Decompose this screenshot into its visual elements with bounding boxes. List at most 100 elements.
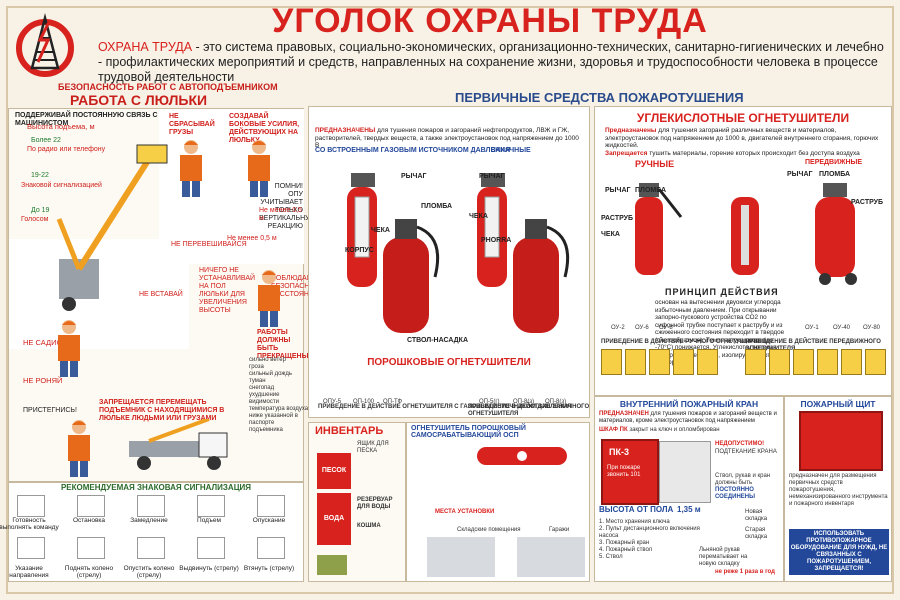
signal-label: Опускание <box>252 517 286 524</box>
signal-extend-icon <box>197 537 225 559</box>
worker-icon <box>68 420 90 477</box>
legend-item: 4. Пожарный ствол <box>599 547 653 553</box>
part-label: ЧЕКА <box>469 213 488 220</box>
lift-panel: ПОДДЕРЖИВАЙ ПОСТОЯННУЮ СВЯЗЬ С МАШИНИСТО… <box>8 108 320 482</box>
powder-purpose: ПРЕДНАЗНАЧЕНЫ для тушения пожаров и заго… <box>315 127 585 150</box>
powder-act-pump: ПРИВЕДЕНИЕ В ДЕЙСТВИЕ ЗАКАЧНОГО ОГНЕТУШИ… <box>468 404 590 417</box>
legend-item: 1. Место хранения ключа <box>599 519 670 525</box>
linen-text: Льняной рукав перематывает на новую скла… <box>699 547 748 567</box>
signal-direction-icon <box>17 537 45 559</box>
co2-forbid-lead: Запрещается <box>605 149 648 157</box>
label-no-drop: НЕ СБРАСЫВАЙ ГРУЗЫ <box>169 113 215 136</box>
stop-item: гроза <box>249 364 264 370</box>
stop-item: ухудшение видимости <box>249 392 280 405</box>
powder-act-gas: ПРИВЕДЕНИЕ В ДЕЙСТВИЕ ОГНЕТУШИТЕЛЯ С ГАЗ… <box>318 404 572 410</box>
label-no-roll: НЕ РОНЯЙ <box>23 376 63 385</box>
gas-source-title: СО ВСТРОЕННЫМ ГАЗОВЫМ ИСТОЧНИКОМ ДАВЛЕНИ… <box>315 147 511 154</box>
signal-raise-boom-icon <box>77 537 105 559</box>
hydrant-panel: ВНУТРЕННИЙ ПОЖАРНЫЙ КРАН ПРЕДНАЗНАЧЕН дл… <box>594 396 784 582</box>
hydrant-purpose-lead: ПРЕДНАЗНАЧЕН <box>599 411 649 417</box>
powder-model: ОП-ТФ <box>383 399 403 405</box>
label-sign-signal: Знаковой сигнализацией <box>21 182 102 189</box>
co2-part: РЫЧАГ <box>787 171 813 178</box>
label-fasten: ПРИСТЕГНИСЬ! <box>23 407 77 414</box>
shield-warning: ИСПОЛЬЗОВАТЬ ПРОТИВОПОЖАРНОЕ ОБОРУДОВАНИ… <box>789 529 889 575</box>
signal-label: Готовность выполнять команду <box>0 517 59 531</box>
worker-icon <box>248 140 270 197</box>
part-label: РЫЧАГ <box>479 173 505 180</box>
hydrant-purpose: ПРЕДНАЗНАЧЕН для тушения пожаров и загор… <box>599 411 781 425</box>
label-forbid-move: ЗАПРЕЩАЕТСЯ ПЕРЕМЕЩАТЬ ПОДЪЕМНИК С НАХОД… <box>99 399 225 422</box>
co2-panel: УГЛЕКИСЛОТНЫЕ ОГНЕТУШИТЕЛИ Предназначены… <box>594 106 892 396</box>
hydrant-title: ВНУТРЕННИЙ ПОЖАРНЫЙ КРАН <box>619 399 759 409</box>
co2-model: ОУ-6 <box>635 325 649 331</box>
step-icon <box>697 349 718 375</box>
self-place-item: Гаражи <box>549 527 570 533</box>
legend-item: 2. Пульт дистанционного включения насоса <box>599 526 700 539</box>
signal-down-icon <box>257 495 285 517</box>
part-label: ПЛОМБА <box>421 203 453 210</box>
part-label: ЧЕКА <box>371 227 390 234</box>
shield-title: ПОЖАРНЫЙ ЩИТ <box>800 399 876 409</box>
powder-purpose-text: для тушения пожаров и загораний нефтепро… <box>315 127 579 149</box>
stop-item: температура воздуха ниже указанной в пас… <box>249 406 309 433</box>
signal-retract-icon <box>257 537 285 559</box>
definition-lead: ОХРАНА ТРУДА <box>98 40 193 54</box>
label-no-lean: НЕ ПЕРЕВЕШИВАЙСЯ <box>171 241 247 248</box>
blanket-label: КОШМА <box>357 523 381 529</box>
powder-purpose-lead: ПРЕДНАЗНАЧЕНЫ <box>315 127 376 134</box>
connected-text: ПОСТОЯННО СОЕДИНЕНЫ <box>715 487 755 500</box>
cabinet-name: ШКАФ ПК <box>599 427 628 433</box>
garage-illustration <box>517 537 585 577</box>
step-icon <box>673 349 694 375</box>
middle-section-title: ПЕРВИЧНЫЕ СРЕДСТВА ПОЖАРОТУШЕНИЯ <box>455 90 744 105</box>
powder-model: ОП-8(з) <box>545 399 567 405</box>
label-min05b: Не менее 0,5 м <box>227 235 277 242</box>
cabinet-note: закрыт на ключ и опломбирован <box>629 427 720 433</box>
stop-list: сильно ветер гроза сильный дождь туман с… <box>249 357 309 434</box>
label-stop-title: РАБОТЫ ДОЛЖНЫ БЫТЬ ПРЕКРАЩЕНЫ: <box>257 329 311 360</box>
height-value: 1,35 м <box>677 505 701 514</box>
signals-title: РЕКОМЕНДУЕМАЯ ЗНАКОВАЯ СИГНАЛИЗАЦИЯ <box>60 483 252 492</box>
label-height: Высота подъема, м <box>27 122 95 131</box>
hydrant-legend: 1. Место хранения ключа 2. Пульт дистанц… <box>599 519 709 561</box>
co2-act-manual: ПРИВЕДЕНИЕ В ДЕЙСТВИЕ РУЧНОГО ОГНЕТУШИТЕ… <box>601 339 767 345</box>
signals-panel: РЕКОМЕНДУЕМАЯ ЗНАКОВАЯ СИГНАЛИЗАЦИЯ Гото… <box>0 482 304 582</box>
label-remember: ПОМНИ! ОПУ УЧИТЫВАЕТ ТОЛЬКО ВЕРТИКАЛЬНУЮ… <box>259 183 317 230</box>
worker-icon <box>58 320 80 377</box>
step-icon <box>865 349 886 375</box>
inventory-title: ИНВЕНТАРЬ <box>315 425 384 437</box>
part-label: СТВОЛ-НАСАДКА <box>407 337 468 344</box>
label-min05: Не менее 0,5 м <box>259 207 302 222</box>
signal-lower-boom-icon <box>137 537 165 559</box>
signal-label: Опустить колено (стрелу) <box>123 565 175 579</box>
self-title: ОГНЕТУШИТЕЛЬ ПОРОШКОВЫЙ САМОСРАБАТЫВАЮЩИ… <box>411 425 526 439</box>
page-title: УГОЛОК ОХРАНЫ ТРУДА <box>272 2 708 40</box>
barrel-text: Ствол, рукав и кран должны быть <box>715 473 771 486</box>
co2-model: ОУ-8 <box>659 325 673 331</box>
signal-label: Замедление <box>130 517 168 524</box>
step-icon <box>649 349 670 375</box>
step-icon <box>745 349 766 375</box>
co2-mobile-icon <box>815 183 857 285</box>
defect-text: ПОДТЕКАНИЕ КРАНА <box>715 449 777 455</box>
step-icon <box>817 349 838 375</box>
powder-model: ОП-100 <box>353 399 374 405</box>
worker-icon <box>258 270 280 327</box>
co2-part: ПЛОМБА <box>819 171 851 178</box>
pk-label: ПК-3 <box>609 447 629 457</box>
signal-label: Поднять колено (стрелу) <box>64 565 114 579</box>
signal-label: Втянуть (стрелу) <box>243 565 295 572</box>
step-icon <box>793 349 814 375</box>
label-keep-contact: ПОДДЕРЖИВАЙ ПОСТОЯННУЮ СВЯЗЬ С МАШИНИСТО… <box>15 112 158 127</box>
label-19-22: 19-22 <box>31 172 49 179</box>
co2-title: УГЛЕКИСЛОТНЫЕ ОГНЕТУШИТЕЛИ <box>636 111 850 125</box>
signal-label: Указание направления <box>9 565 49 579</box>
pump-title: ЗАКАЧНЫЕ <box>491 147 531 154</box>
extinguisher-cutaway-icon <box>347 173 377 287</box>
height-title: ВЫСОТА ОТ ПОЛА <box>599 505 674 514</box>
legend-item: 5. Ствол <box>599 554 623 560</box>
new-fold: Новая складка <box>745 509 768 522</box>
step-icon <box>769 349 790 375</box>
